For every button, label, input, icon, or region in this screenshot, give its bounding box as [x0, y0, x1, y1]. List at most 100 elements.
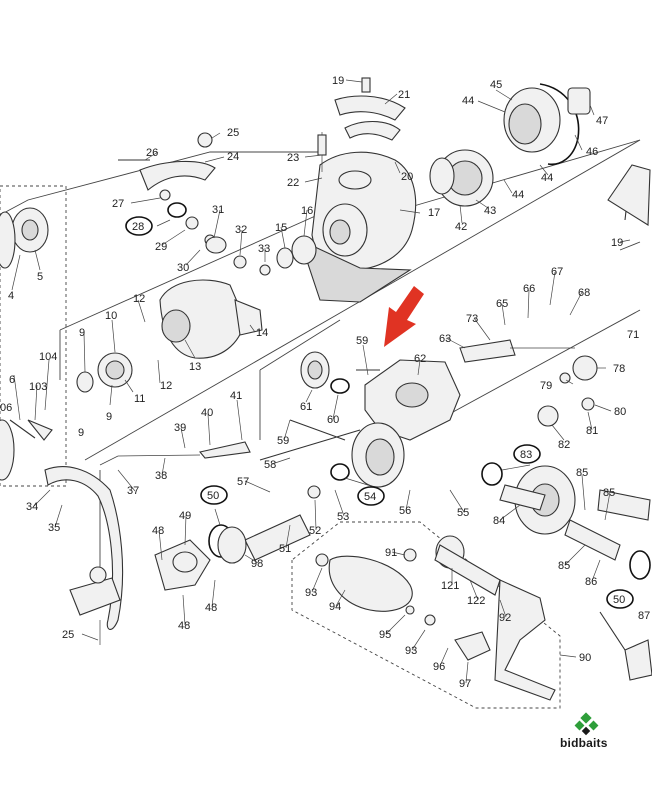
part-label-p47: 73 [466, 313, 478, 325]
part-label-p95: 95 [379, 629, 391, 641]
part-label-p81: 51 [279, 543, 291, 555]
part-label-p32: 9 [79, 327, 85, 339]
part-label-p20: 29 [155, 241, 167, 253]
part-label-p28: 4 [8, 290, 14, 302]
dashed-group-left [0, 185, 67, 487]
part-label-p11: 20 [401, 171, 413, 183]
brand-name: bidbaits [560, 736, 608, 750]
part-label-p67: 83 [520, 449, 532, 461]
part-label-p88: 48 [205, 602, 217, 614]
part-label-p4: 44 [462, 95, 474, 107]
part-label-p41: 9 [106, 411, 112, 423]
part-label-p75: 53 [337, 511, 349, 523]
highlighted-numbers [125, 216, 634, 609]
part-label-p23: 32 [235, 224, 247, 236]
part-label-p74: 54 [364, 491, 376, 503]
part-label-p54: 80 [614, 406, 626, 418]
part-label-p25: 15 [275, 222, 287, 234]
part-label-p50: 59 [356, 335, 368, 347]
part-label-p29: 5 [37, 271, 43, 283]
part-drawings [0, 77, 652, 701]
part-label-p9: 23 [287, 152, 299, 164]
part-label-p35: 14 [256, 327, 268, 339]
part-label-p16: 44 [541, 172, 553, 184]
part-label-p30: 10 [105, 310, 117, 322]
part-label-p69: 34 [26, 501, 38, 513]
part-label-p19: 28 [132, 221, 144, 233]
part-label-p21: 31 [212, 204, 224, 216]
part-label-p55: 81 [586, 425, 598, 437]
part-label-p24: 33 [258, 243, 270, 255]
part-label-p45: 68 [578, 287, 590, 299]
part-label-p98: 97 [459, 678, 471, 690]
part-label-p51: 62 [414, 353, 426, 365]
part-label-p53: 79 [540, 380, 552, 392]
part-label-p22: 30 [177, 262, 189, 274]
part-label-p1: 19 [332, 75, 344, 87]
part-label-p91: 121 [441, 580, 459, 592]
part-label-p71: 50 [207, 490, 219, 502]
part-label-p89: 48 [178, 620, 190, 632]
part-label-p80: 85 [603, 487, 615, 499]
part-label-p36: 12 [160, 380, 172, 392]
part-label-p48: 71 [627, 329, 639, 341]
part-label-p34: 13 [189, 361, 201, 373]
part-label-p5: 47 [596, 115, 608, 127]
leader-lines [11, 79, 631, 684]
part-label-p76: 52 [309, 525, 321, 537]
part-label-p44: 66 [523, 283, 535, 295]
part-label-p77: 56 [399, 505, 411, 517]
part-label-p52: 78 [613, 363, 625, 375]
part-label-p56: 82 [558, 439, 570, 451]
part-label-p38: 103 [29, 381, 47, 393]
part-label-p96: 93 [405, 645, 417, 657]
part-label-p57: 61 [300, 401, 312, 413]
part-label-p60: 41 [230, 390, 242, 402]
part-label-p15: 44 [512, 189, 524, 201]
part-label-p68: 85 [576, 467, 588, 479]
part-label-p2: 21 [398, 89, 410, 101]
part-label-p7: 25 [227, 127, 239, 139]
part-label-p62: 39 [174, 422, 186, 434]
part-label-p85: 85 [558, 560, 570, 572]
part-label-p90: 93 [305, 587, 317, 599]
part-label-p66: 57 [237, 476, 249, 488]
part-label-p83: 91 [385, 547, 397, 559]
part-label-p49: 63 [439, 333, 451, 345]
part-label-p94: 94 [329, 601, 341, 613]
part-label-p61: 40 [201, 407, 213, 419]
part-label-p82: 98 [251, 558, 263, 570]
part-label-p39: 06 [0, 402, 12, 414]
part-label-p65: 58 [264, 459, 276, 471]
part-label-p12: 46 [586, 146, 598, 158]
part-label-p93: 92 [499, 612, 511, 624]
part-label-p40: 11 [134, 393, 145, 405]
part-label-p3: 45 [490, 79, 502, 91]
part-label-p37: 6 [9, 374, 15, 386]
part-label-p31: 12 [133, 293, 145, 305]
part-label-p27: 19 [611, 237, 623, 249]
part-label-p79: 84 [493, 515, 505, 527]
part-label-p63: 38 [155, 470, 167, 482]
part-label-p46: 65 [496, 298, 508, 310]
part-label-p17: 17 [428, 207, 440, 219]
part-label-p78: 55 [457, 507, 469, 519]
part-label-p43: 67 [551, 266, 563, 278]
part-label-p33: 104 [39, 351, 57, 363]
part-label-p70: 35 [48, 522, 60, 534]
part-label-p72: 49 [179, 510, 191, 522]
part-label-p92: 122 [467, 595, 485, 607]
part-label-p26: 16 [301, 205, 313, 217]
dashed-group-handle [291, 521, 561, 709]
part-label-p99: 90 [579, 652, 591, 664]
part-label-p6: 26 [146, 147, 158, 159]
part-label-p8: 24 [227, 151, 239, 163]
highlight-arrow-icon [384, 286, 424, 347]
part-label-p84: 86 [585, 576, 597, 588]
part-label-p87: 87 [638, 610, 650, 622]
part-label-p59: 59 [277, 435, 289, 447]
bidbaits-logo-icon [574, 712, 599, 736]
part-label-p58: 60 [327, 414, 339, 426]
part-label-p42: 9 [78, 427, 84, 439]
